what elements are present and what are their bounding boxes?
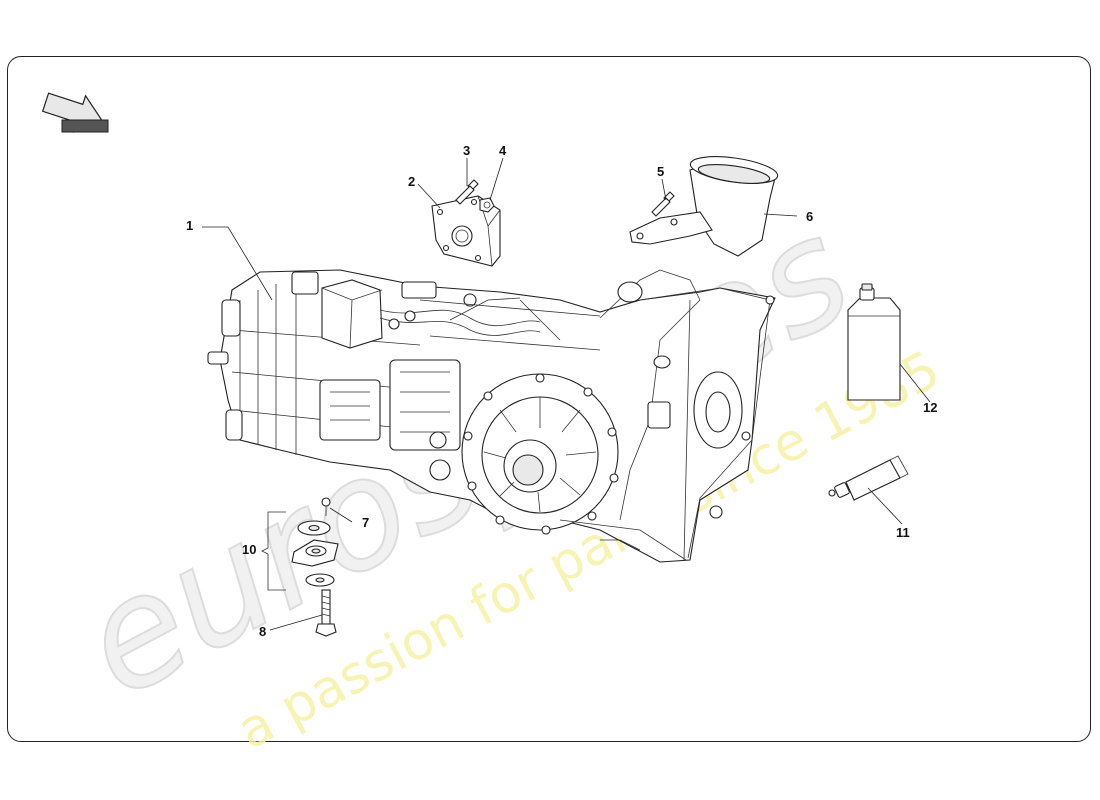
- callout-labels: 1 2 3 4 5 6 7 8 10 11 12: [186, 143, 937, 639]
- leader-lines: [202, 157, 931, 631]
- callout-4: 4: [499, 143, 507, 158]
- cover-bolts: [463, 373, 619, 535]
- callout-5: 5: [657, 164, 664, 179]
- callout-12: 12: [923, 400, 937, 415]
- part-5-bolt: [651, 191, 675, 217]
- part-6-duct: [629, 156, 779, 257]
- part-3-bolt: [455, 179, 479, 205]
- callout-6: 6: [806, 209, 813, 224]
- callout-8: 8: [259, 624, 266, 639]
- callout-2: 2: [408, 174, 415, 189]
- callout-10: 10: [242, 542, 256, 557]
- part-7-screw: [321, 497, 331, 516]
- part-8-bolt: [315, 589, 337, 637]
- callout-3: 3: [463, 143, 470, 158]
- callout-11: 11: [896, 525, 910, 540]
- callout-1: 1: [186, 218, 193, 233]
- part-11-grease-tube: [828, 455, 909, 501]
- part-4-nut: [479, 197, 495, 213]
- direction-arrow-icon: [41, 92, 109, 133]
- callout-7: 7: [362, 515, 369, 530]
- diagram-frame: [7, 56, 1091, 742]
- part-10-mount-kit: [261, 511, 339, 591]
- gearbox-assembly: [207, 269, 776, 563]
- part-12-oil-bottle: [847, 283, 901, 401]
